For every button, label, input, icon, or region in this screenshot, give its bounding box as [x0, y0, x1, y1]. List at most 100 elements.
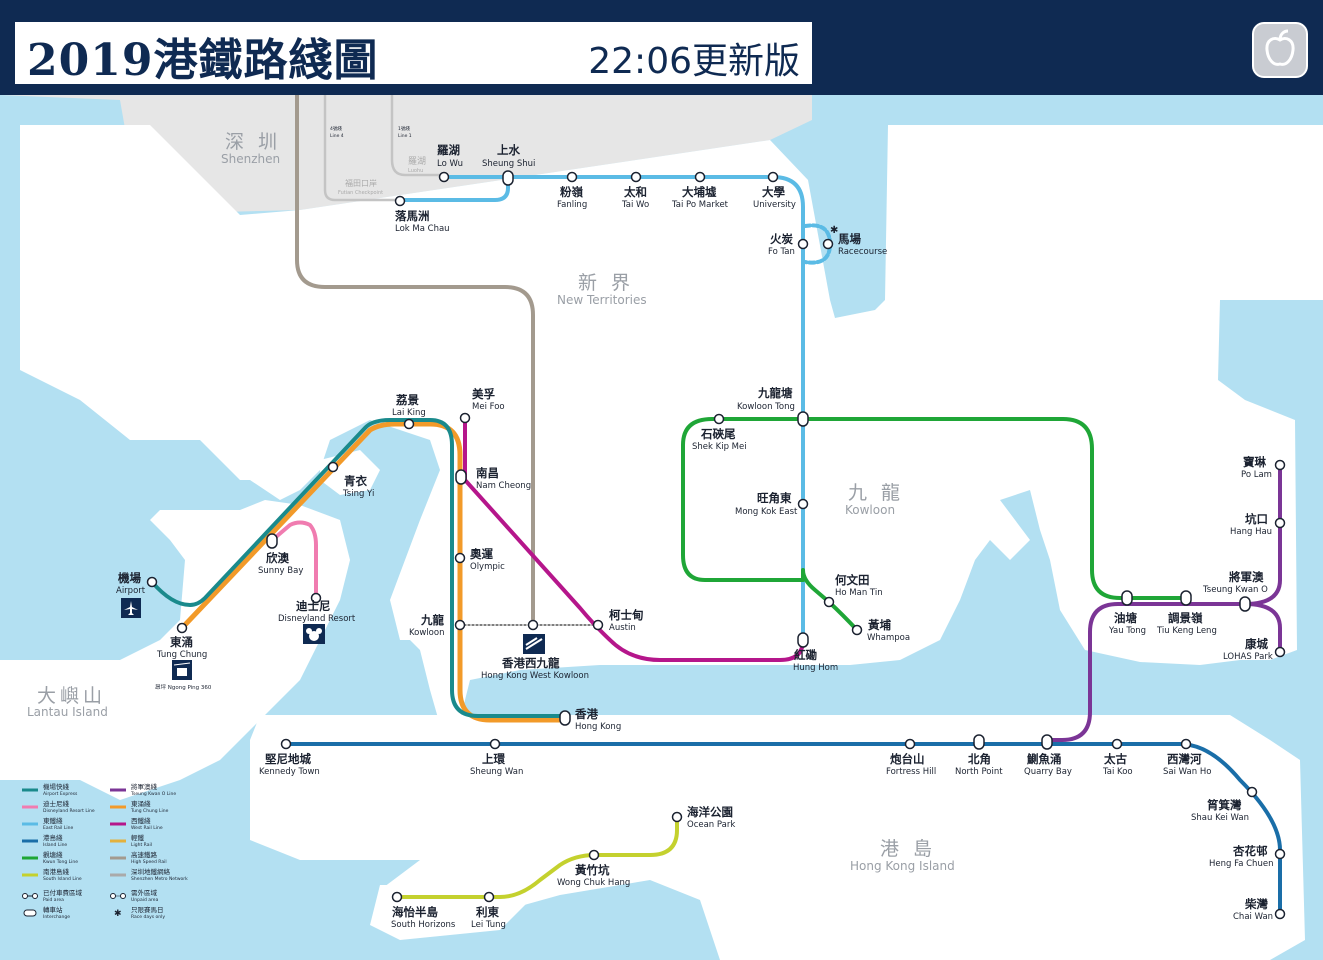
station-marker-quarry-bay[interactable] — [1041, 734, 1053, 750]
station-name-en-hk-west-kowloon: Hong Kong West Kowloon — [481, 671, 589, 681]
sz-line1 — [390, 95, 440, 177]
station-marker-hong-kong[interactable] — [559, 710, 571, 726]
station-markers — [146, 170, 1286, 920]
station-marker-kowloon-tong[interactable] — [797, 411, 809, 427]
station-marker-south-horizons[interactable] — [391, 891, 403, 903]
station-marker-tseung-kwan-o[interactable] — [1239, 596, 1251, 612]
station-name-zh-sai-wan-ho: 西灣河 — [1167, 752, 1202, 766]
station-marker-north-point[interactable] — [973, 734, 985, 750]
race-day-icon: ✱ — [830, 225, 838, 236]
station-name-en-lei-tung: Lei Tung — [471, 920, 506, 930]
legend-label-en-1: Airport Express — [43, 791, 78, 797]
station-marker-shau-kei-wan[interactable] — [1246, 786, 1258, 798]
station-marker-lo-wu[interactable] — [438, 171, 450, 183]
station-name-en-hung-hom: Hung Hom — [793, 663, 838, 673]
legend-label-en-15: Unpaid area — [131, 897, 159, 903]
station-name-zh-shek-kip-mei: 石硤尾 — [700, 427, 736, 441]
legend-label-zh-1: 機場快綫 — [43, 782, 70, 791]
station-marker-sheung-wan[interactable] — [489, 738, 501, 750]
station-name-en-whampoa: Whampoa — [867, 633, 910, 643]
station-marker-mong-kok-east[interactable] — [797, 498, 809, 510]
station-name-en-kowloon: Kowloon — [409, 628, 444, 638]
station-marker-disneyland[interactable] — [310, 592, 322, 604]
station-name-en-fanling: Fanling — [557, 200, 587, 210]
station-name-zh-lei-tung: 利東 — [475, 905, 499, 919]
station-marker-airport[interactable] — [146, 576, 158, 588]
station-marker-kennedy-town[interactable] — [280, 738, 292, 750]
hsr-icon — [523, 634, 545, 654]
station-marker-tsing-yi[interactable] — [327, 461, 339, 473]
region-nt-zh: 新 界 — [578, 272, 634, 294]
header-bar: 2019港鐵路綫圖 22:06更新版 — [0, 0, 1323, 95]
station-name-en-ho-man-tin: Ho Man Tin — [835, 588, 883, 598]
station-marker-olympic[interactable] — [454, 552, 466, 564]
station-marker-lohas-park[interactable] — [1274, 646, 1286, 658]
station-marker-kowloon[interactable] — [454, 619, 466, 631]
station-name-en-austin: Austin — [609, 623, 636, 633]
legend-label-en-2: Disneyland Resort Line — [43, 808, 95, 814]
station-name-zh-hang-hau: 坑口 — [1245, 512, 1268, 526]
station-marker-nam-cheong[interactable] — [455, 469, 467, 485]
cable-car-icon — [172, 660, 192, 680]
station-marker-whampoa[interactable] — [851, 624, 863, 636]
station-name-en-disneyland: Disneyland Resort — [278, 614, 356, 624]
legend-label-en-5: Kwun Tong Line — [43, 859, 78, 865]
page-title: 2019港鐵路綫圖 — [27, 35, 379, 86]
station-name-zh-ocean-park: 海洋公園 — [687, 805, 733, 819]
station-marker-tung-chung[interactable] — [176, 622, 188, 634]
legend-swatch-15 — [110, 893, 126, 899]
station-name-en-sheung-wan: Sheung Wan — [470, 767, 523, 777]
station-marker-hk-west-kowloon[interactable] — [527, 619, 539, 631]
station-name-zh-whampoa: 黃埔 — [867, 618, 891, 632]
apple-logo-icon[interactable] — [1252, 22, 1308, 78]
legend-label-zh-7: 已付車費區域 — [43, 888, 83, 897]
station-marker-ho-man-tin[interactable] — [823, 596, 835, 608]
station-marker-sunny-bay[interactable] — [266, 533, 278, 549]
station-marker-tai-koo[interactable] — [1111, 738, 1123, 750]
legend-label-zh-9: 將軍澳綫 — [131, 782, 158, 791]
line-airport-express — [150, 418, 567, 718]
station-name-en-shau-kei-wan: Shau Kei Wan — [1191, 813, 1249, 823]
station-name-zh-fo-tan: 火炭 — [770, 232, 793, 246]
station-marker-fo-tan[interactable] — [797, 238, 809, 250]
station-name-en-tiu-keng-leng: Tiu Keng Leng — [1156, 626, 1217, 636]
station-marker-tai-po-market[interactable] — [694, 171, 706, 183]
station-marker-lok-ma-chau[interactable] — [394, 195, 406, 207]
station-marker-tiu-keng-leng[interactable] — [1180, 590, 1192, 606]
station-marker-sheung-shui[interactable] — [502, 170, 514, 186]
station-name-en-tsing-yi: Tsing Yi — [342, 489, 374, 499]
station-name-zh-tung-chung: 東涌 — [170, 635, 193, 649]
station-marker-austin[interactable] — [592, 619, 604, 631]
station-marker-fortress-hill[interactable] — [904, 738, 916, 750]
station-marker-heng-fa-chuen[interactable] — [1274, 848, 1286, 860]
legend-label-en-10: Tung Chung Line — [130, 808, 169, 814]
station-marker-po-lam[interactable] — [1274, 459, 1286, 471]
line-high-speed-rail — [295, 93, 535, 627]
station-marker-mei-foo[interactable] — [459, 412, 471, 424]
station-name-zh-mei-foo: 美孚 — [472, 387, 495, 401]
station-name-zh-racecourse: 馬場 — [838, 232, 861, 246]
station-marker-hung-hom[interactable] — [797, 632, 809, 648]
station-name-en-north-point: North Point — [955, 767, 1003, 777]
land-new-territories — [20, 125, 1323, 725]
station-name-en-kennedy-town: Kennedy Town — [259, 767, 320, 777]
station-name-en-yau-tong: Yau Tong — [1108, 626, 1146, 636]
station-name-zh-tsing-yi: 青衣 — [344, 474, 367, 488]
station-marker-wong-chuk-hang[interactable] — [588, 849, 600, 861]
station-name-en-ocean-park: Ocean Park — [687, 820, 735, 830]
station-marker-tai-wo[interactable] — [630, 171, 642, 183]
station-marker-lei-tung[interactable] — [483, 891, 495, 903]
station-marker-yau-tong[interactable] — [1121, 590, 1133, 606]
station-marker-sai-wan-ho[interactable] — [1180, 738, 1192, 750]
legend-swatch-16: ✱ — [114, 909, 122, 919]
station-marker-lai-king[interactable] — [403, 418, 415, 430]
station-marker-hang-hau[interactable] — [1274, 517, 1286, 529]
station-marker-university[interactable] — [767, 171, 779, 183]
station-marker-chai-wan[interactable] — [1274, 908, 1286, 920]
station-marker-fanling[interactable] — [566, 171, 578, 183]
station-marker-shek-kip-mei[interactable] — [713, 413, 725, 425]
station-marker-racecourse[interactable] — [822, 238, 834, 250]
station-marker-ocean-park[interactable] — [671, 811, 683, 823]
shenzhen-metro — [323, 95, 440, 202]
station-name-en-sai-wan-ho: Sai Wan Ho — [1163, 767, 1211, 777]
